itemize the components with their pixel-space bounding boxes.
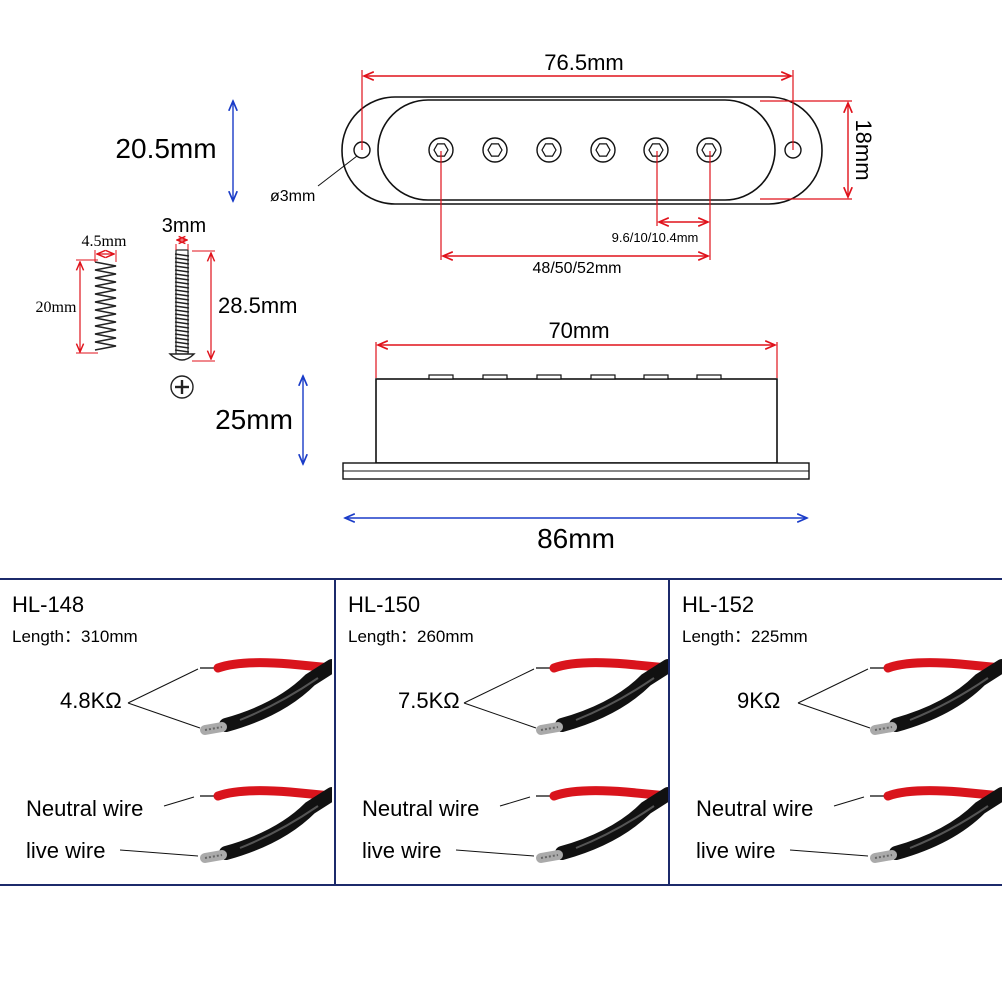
- label-pole-spacing-small: 9.6/10/10.4mm: [612, 230, 699, 245]
- wiring-panels: HL-148 Length：310mm 4.8KΩ Neutral wire l…: [0, 578, 1002, 886]
- label-height-right: 18mm: [851, 119, 876, 180]
- panel-hl-152: HL-152 Length：225mm 9KΩ Neutral wire liv…: [668, 580, 1002, 886]
- dim-hole-diameter: ø3mm: [270, 155, 358, 205]
- model-name: HL-148: [12, 592, 85, 617]
- dim-height-left: 20.5mm: [115, 101, 233, 201]
- panel-hl-150: HL-150 Length：260mm 7.5KΩ Neutral wire l…: [334, 580, 670, 886]
- wire-pair: [870, 658, 1002, 735]
- pickup-top-view: [341, 96, 823, 205]
- resistance-value: 4.8KΩ: [60, 688, 122, 713]
- label-pole-spacing-total: 48/50/52mm: [533, 260, 622, 277]
- model-name: HL-150: [348, 592, 421, 617]
- side-pole-6: [696, 374, 722, 380]
- wire-illustration: [119, 658, 332, 863]
- cable-length: Length：260mm: [348, 627, 474, 646]
- wire-illustration: [789, 658, 1002, 863]
- side-pole-2: [482, 374, 508, 380]
- model-name: HL-152: [682, 592, 755, 617]
- cable-length: Length：310mm: [12, 627, 138, 646]
- spring: 4.5mm 20mm: [36, 233, 127, 354]
- label-screw-length: 28.5mm: [218, 293, 297, 318]
- pole-piece-2: [482, 137, 508, 163]
- label-spring-length: 20mm: [36, 299, 77, 316]
- side-pole-5: [643, 374, 669, 380]
- pole-piece-6: [696, 137, 722, 163]
- pole-piece-4: [590, 137, 616, 163]
- cable-length: Length：225mm: [682, 627, 808, 646]
- wire-pair: [536, 786, 668, 863]
- dim-height-right: 18mm: [760, 100, 876, 200]
- live-wire-label: live wire: [26, 838, 106, 863]
- pole-piece-1: [428, 137, 454, 163]
- label-side-length: 70mm: [548, 318, 609, 343]
- label-hole-diameter: ø3mm: [270, 188, 315, 205]
- wire-illustration: [455, 658, 668, 863]
- pole-pieces: [428, 137, 722, 163]
- dim-pole-spacing: 9.6/10/10.4mm 48/50/52mm: [440, 151, 711, 277]
- neutral-wire-label: Neutral wire: [696, 796, 814, 821]
- live-wire-label: live wire: [696, 838, 776, 863]
- neutral-wire-label: Neutral wire: [26, 796, 144, 821]
- label-top-length: 76.5mm: [544, 50, 623, 75]
- label-spring-width: 4.5mm: [82, 233, 127, 250]
- resistance-value: 9KΩ: [737, 688, 781, 713]
- label-base-length: 86mm: [537, 523, 615, 554]
- mounting-screw: 3mm 28.5mm: [162, 215, 297, 399]
- side-pole-4: [590, 374, 616, 380]
- side-pole-3: [536, 374, 562, 380]
- pickup-side-view: 70mm 25mm 86mm: [215, 318, 810, 554]
- live-wire-label: live wire: [362, 838, 442, 863]
- pole-piece-3: [536, 137, 562, 163]
- label-side-height: 25mm: [215, 404, 293, 435]
- dim-top-length: 76.5mm: [361, 50, 794, 150]
- wire-pair: [870, 786, 1002, 863]
- wire-pair: [200, 658, 332, 735]
- resistance-value: 7.5KΩ: [398, 688, 460, 713]
- neutral-wire-label: Neutral wire: [362, 796, 480, 821]
- panel-hl-148: HL-148 Length：310mm 4.8KΩ Neutral wire l…: [0, 580, 334, 886]
- phillips-screw-head-icon: [170, 375, 194, 399]
- label-screw-width: 3mm: [162, 215, 206, 237]
- pickup-dimension-drawing: 76.5mm 18mm 20.5mm ø3mm 9.6/10/10.4mm: [36, 50, 876, 554]
- pole-piece-5: [643, 137, 669, 163]
- side-pole-1: [428, 374, 454, 380]
- label-height-left: 20.5mm: [115, 133, 216, 164]
- wire-pair: [200, 786, 332, 863]
- wire-pair: [536, 658, 668, 735]
